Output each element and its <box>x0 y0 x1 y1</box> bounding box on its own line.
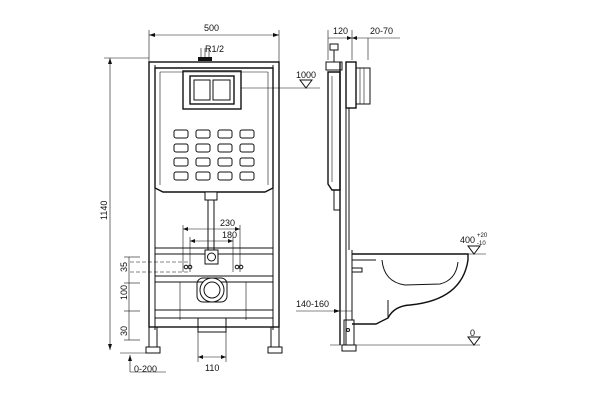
outlet-height-label: 400 <box>460 235 475 245</box>
cistern-rib <box>173 157 189 167</box>
flush-button-frame <box>189 75 235 105</box>
bottom-width-label: 110 <box>205 363 219 373</box>
flush-plate <box>182 70 242 110</box>
level-label: 1000 <box>296 70 316 80</box>
water-inlet-icon <box>198 57 212 61</box>
cistern-rib <box>173 171 189 181</box>
depth-label: 120 <box>333 26 348 36</box>
cistern-rib <box>195 129 211 139</box>
cistern-rib <box>217 143 233 153</box>
side-view: 120 20-70 140-160 <box>296 26 488 352</box>
floor-level-label: 0 <box>470 328 475 338</box>
cistern-rib <box>173 129 189 139</box>
cistern-rib <box>239 171 255 181</box>
outlet-tol-plus: +20 <box>477 233 488 239</box>
side-dim-30: 30 <box>119 326 129 336</box>
bolt-outer-label: 230 <box>220 218 235 228</box>
foot-adjust-label: 0-200 <box>134 364 157 374</box>
cistern-ribs <box>173 129 255 181</box>
toilet-bowl <box>352 253 469 325</box>
height-dimension-label: 1140 <box>99 201 109 220</box>
cistern-rib <box>217 171 233 181</box>
cistern-rib <box>217 129 233 139</box>
connection-label: R1/2 <box>205 44 224 54</box>
cistern-rib <box>195 143 211 153</box>
outlet-tol-minus: -10 <box>477 241 486 247</box>
bolt-inner-label: 180 <box>222 230 237 240</box>
cistern-rib <box>239 157 255 167</box>
flush-button-small <box>193 79 211 101</box>
front-view: 500 R1/2 1000 <box>99 23 320 374</box>
side-dim-35: 35 <box>119 262 129 272</box>
side-dim-100: 100 <box>119 285 129 300</box>
cistern-rib <box>173 143 189 153</box>
flush-plate-depth-label: 20-70 <box>370 26 393 36</box>
cistern-rib <box>217 157 233 167</box>
cistern-body <box>154 67 274 193</box>
wall-range-label: 140-160 <box>296 299 329 309</box>
cistern-rib <box>195 157 211 167</box>
width-dimension-label: 500 <box>204 23 219 33</box>
frame-outline <box>148 61 280 328</box>
cistern-rib <box>195 171 211 181</box>
cistern-rib <box>239 143 255 153</box>
cistern-rib <box>239 129 255 139</box>
flush-button-large <box>212 79 231 101</box>
